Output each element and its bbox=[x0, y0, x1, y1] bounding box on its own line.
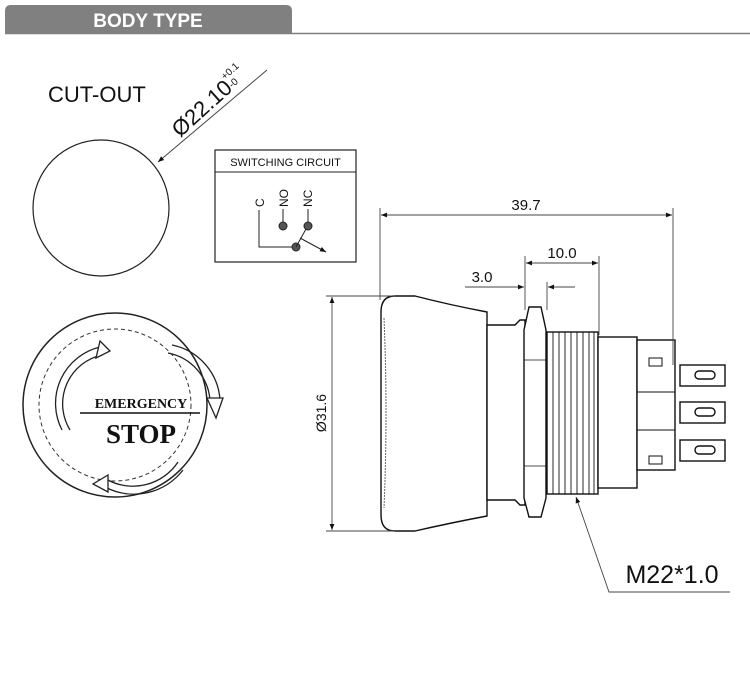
threaded-bushing bbox=[546, 331, 599, 495]
rotate-arrows-icon bbox=[54, 339, 224, 495]
section-header: BODY TYPE bbox=[5, 5, 750, 35]
dim-thread-spec: M22*1.0 bbox=[625, 561, 718, 589]
terminals bbox=[679, 364, 726, 462]
bezel-neck bbox=[486, 319, 526, 506]
header-title: BODY TYPE bbox=[93, 11, 202, 32]
button-cap bbox=[380, 295, 488, 532]
emergency-stop-face: EMERGENCY STOP bbox=[22, 312, 224, 498]
terminal-nc: NC bbox=[301, 189, 315, 207]
face-text-emergency: EMERGENCY bbox=[95, 397, 188, 412]
switching-circuit: SWITCHING CIRCUIT C NO NC bbox=[214, 149, 357, 263]
terminal-c: C bbox=[253, 198, 267, 207]
cutout-circle bbox=[32, 139, 170, 277]
dim-cap-diameter: Ø31.6 bbox=[313, 394, 329, 432]
switch-body bbox=[597, 336, 638, 489]
dim-nut-thickness: 3.0 bbox=[472, 269, 493, 286]
contact-block bbox=[636, 339, 676, 471]
dim-thread-length: 10.0 bbox=[547, 245, 576, 262]
cutout-diameter: Ø22.10 bbox=[167, 75, 237, 142]
dimensions bbox=[326, 208, 730, 593]
cutout-leader bbox=[157, 69, 268, 163]
header-tab bbox=[5, 5, 292, 33]
circuit-title: SWITCHING CIRCUIT bbox=[230, 157, 341, 169]
cutout-label: CUT-OUT bbox=[48, 82, 146, 107]
face-text-stop: STOP bbox=[106, 419, 176, 449]
side-view bbox=[380, 295, 726, 532]
dim-overall-length: 39.7 bbox=[511, 197, 540, 214]
terminal-no: NO bbox=[277, 189, 291, 207]
mounting-nut bbox=[523, 306, 547, 518]
